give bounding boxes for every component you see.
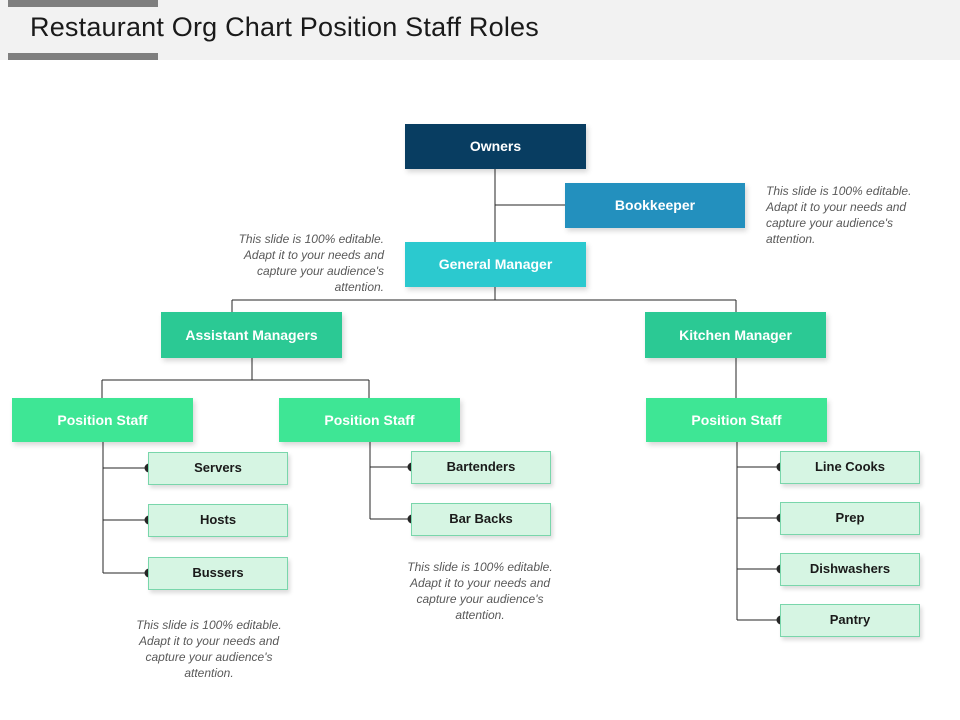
node-position-staff-3-label: Position Staff	[691, 411, 782, 428]
node-servers-label: Servers	[194, 460, 242, 476]
node-bookkeeper-label: Bookkeeper	[614, 197, 696, 214]
node-position-staff-2[interactable]: Position Staff	[279, 398, 460, 442]
header-rule-bottom	[8, 53, 158, 60]
node-bartenders[interactable]: Bartenders	[411, 451, 551, 484]
node-position-staff-3[interactable]: Position Staff	[646, 398, 827, 442]
node-pantry[interactable]: Pantry	[780, 604, 920, 637]
node-position-staff-1-label: Position Staff	[57, 411, 148, 428]
node-prep[interactable]: Prep	[780, 502, 920, 535]
node-dishwashers-label: Dishwashers	[809, 561, 891, 577]
node-bar-backs-label: Bar Backs	[449, 511, 513, 527]
node-bartenders-label: Bartenders	[446, 459, 516, 475]
node-kitchen-manager[interactable]: Kitchen Manager	[645, 312, 826, 358]
node-dishwashers[interactable]: Dishwashers	[780, 553, 920, 586]
node-hosts[interactable]: Hosts	[148, 504, 288, 537]
node-general-manager-label: General Manager	[438, 256, 553, 273]
note-bottom-left: This slide is 100% editable. Adapt it to…	[136, 618, 282, 680]
node-servers[interactable]: Servers	[148, 452, 288, 485]
node-hosts-label: Hosts	[199, 512, 237, 528]
node-line-cooks[interactable]: Line Cooks	[780, 451, 920, 484]
node-bookkeeper[interactable]: Bookkeeper	[565, 183, 745, 228]
node-assistant-managers-label: Assistant Managers	[185, 326, 318, 343]
node-bar-backs[interactable]: Bar Backs	[411, 503, 551, 536]
node-line-cooks-label: Line Cooks	[814, 459, 886, 475]
node-pantry-label: Pantry	[829, 612, 871, 628]
note-mid-left: This slide is 100% editable. Adapt it to…	[238, 232, 384, 294]
node-kitchen-manager-label: Kitchen Manager	[679, 326, 792, 343]
node-bussers[interactable]: Bussers	[148, 557, 288, 590]
note-top-right: This slide is 100% editable. Adapt it to…	[766, 184, 912, 246]
node-prep-label: Prep	[835, 510, 865, 526]
node-bussers-label: Bussers	[192, 565, 244, 581]
node-owners[interactable]: Owners	[405, 124, 586, 169]
node-position-staff-1[interactable]: Position Staff	[12, 398, 193, 442]
header-band	[0, 0, 960, 60]
header-rule-top	[8, 0, 158, 7]
node-general-manager[interactable]: General Manager	[405, 242, 586, 287]
node-owners-label: Owners	[469, 138, 522, 155]
note-center-bottom: This slide is 100% editable. Adapt it to…	[407, 560, 553, 622]
node-assistant-managers[interactable]: Assistant Managers	[161, 312, 342, 358]
page-title: Restaurant Org Chart Position Staff Role…	[30, 12, 539, 42]
node-position-staff-2-label: Position Staff	[324, 411, 415, 428]
